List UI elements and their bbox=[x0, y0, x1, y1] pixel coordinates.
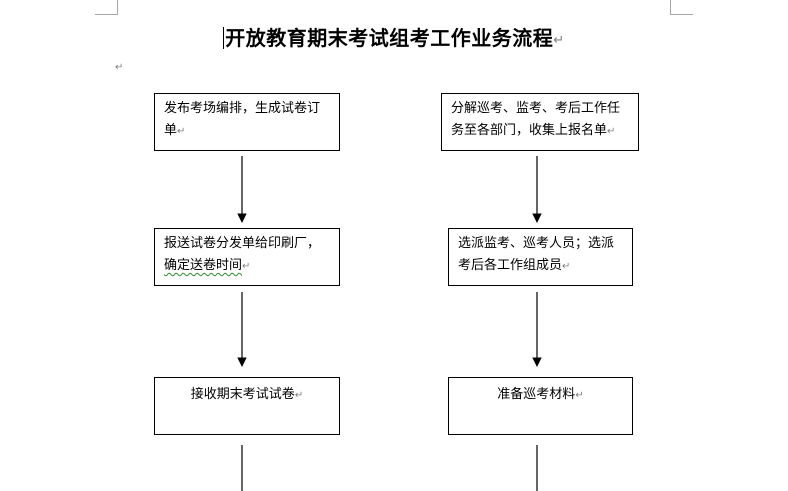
flow-box-text: 分解巡考、监考、考后工作任务至各部门，收集上报名单 bbox=[451, 101, 621, 138]
flow-box-left-2[interactable]: 报送试卷分发单给印刷厂， 确定送卷时间↵ bbox=[154, 228, 340, 286]
crop-mark-top-right bbox=[670, 0, 693, 15]
flow-box-right-1[interactable]: 分解巡考、监考、考后工作任务至各部门，收集上报名单↵ bbox=[441, 93, 639, 151]
paragraph-mark-icon: ↵ bbox=[575, 390, 584, 401]
flow-box-text: 报送试卷分发单给印刷厂， bbox=[164, 236, 321, 251]
grammar-underlined-text: 确定送卷时间 bbox=[164, 258, 243, 273]
flow-box-text: 接收期末考试试卷 bbox=[190, 387, 295, 402]
flow-box-text: 发布考场编排，生成试卷订单 bbox=[164, 101, 321, 138]
paragraph-mark-icon: ↵ bbox=[562, 261, 571, 272]
paragraph-mark-icon: ↵ bbox=[294, 390, 304, 401]
flow-box-left-1[interactable]: 发布考场编排，生成试卷订单↵ bbox=[154, 93, 340, 151]
flow-box-text: 选派监考、巡考人员；选派考后各工作组成员 bbox=[458, 236, 615, 273]
document-title[interactable]: 开放教育期末考试组考工作业务流程↵ bbox=[0, 24, 788, 55]
title-text: 开放教育期末考试组考工作业务流程 bbox=[225, 26, 554, 50]
paragraph-mark-icon: ↵ bbox=[607, 126, 616, 137]
paragraph-mark-icon: ↵ bbox=[242, 261, 251, 272]
paragraph-mark-icon: ↵ bbox=[115, 62, 124, 73]
paragraph-mark-icon: ↵ bbox=[177, 126, 186, 137]
flow-box-left-3[interactable]: 接收期末考试试卷↵ bbox=[154, 377, 340, 435]
crop-mark-top-left bbox=[95, 0, 118, 15]
flow-box-text: 准备巡考材料 bbox=[497, 387, 576, 402]
text-cursor bbox=[223, 27, 225, 49]
flow-box-right-3[interactable]: 准备巡考材料↵ bbox=[448, 377, 633, 435]
paragraph-mark-icon: ↵ bbox=[553, 33, 565, 48]
flow-box-right-2[interactable]: 选派监考、巡考人员；选派考后各工作组成员↵ bbox=[448, 228, 633, 286]
